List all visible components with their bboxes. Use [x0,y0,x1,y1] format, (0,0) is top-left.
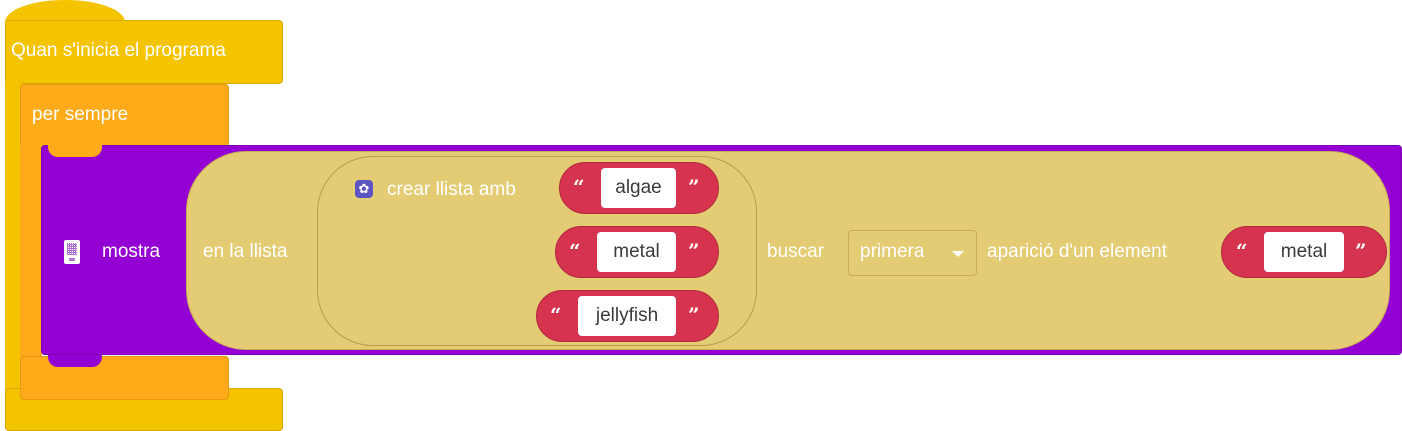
gear-icon[interactable]: ✿ [355,180,373,198]
block-notch [48,355,102,367]
show-block-label: mostra [102,241,161,262]
block-notch [48,145,102,157]
event-block[interactable] [5,20,283,84]
open-quote-icon: “ [550,303,562,327]
event-block-label: Quan s'inicia el programa [11,40,226,61]
open-quote-icon: “ [569,239,581,263]
text-field[interactable]: algae [601,168,676,208]
text-field[interactable]: metal [597,232,676,272]
close-quote-icon: ” [1355,239,1367,263]
chevron-down-icon [952,251,964,257]
microbit-screen-icon [64,240,80,264]
in-list-label: en la llista [203,241,288,262]
find-label: buscar [767,241,825,262]
close-quote-icon: ” [688,303,700,327]
forever-block-label: per sempre [32,104,129,125]
occurrence-label: aparició d'un element [987,241,1168,262]
close-quote-icon: ” [688,239,700,263]
open-quote-icon: “ [1236,239,1248,263]
text-field[interactable]: jellyfish [578,296,676,336]
occurrence-dropdown-value: primera [860,241,925,262]
event-block-spine [5,82,22,392]
create-list-label: crear llista amb [387,179,516,200]
text-field[interactable]: metal [1264,232,1344,272]
open-quote-icon: “ [573,175,585,199]
close-quote-icon: ” [688,175,700,199]
forever-block-spine [20,145,42,360]
forever-block[interactable] [20,84,229,148]
